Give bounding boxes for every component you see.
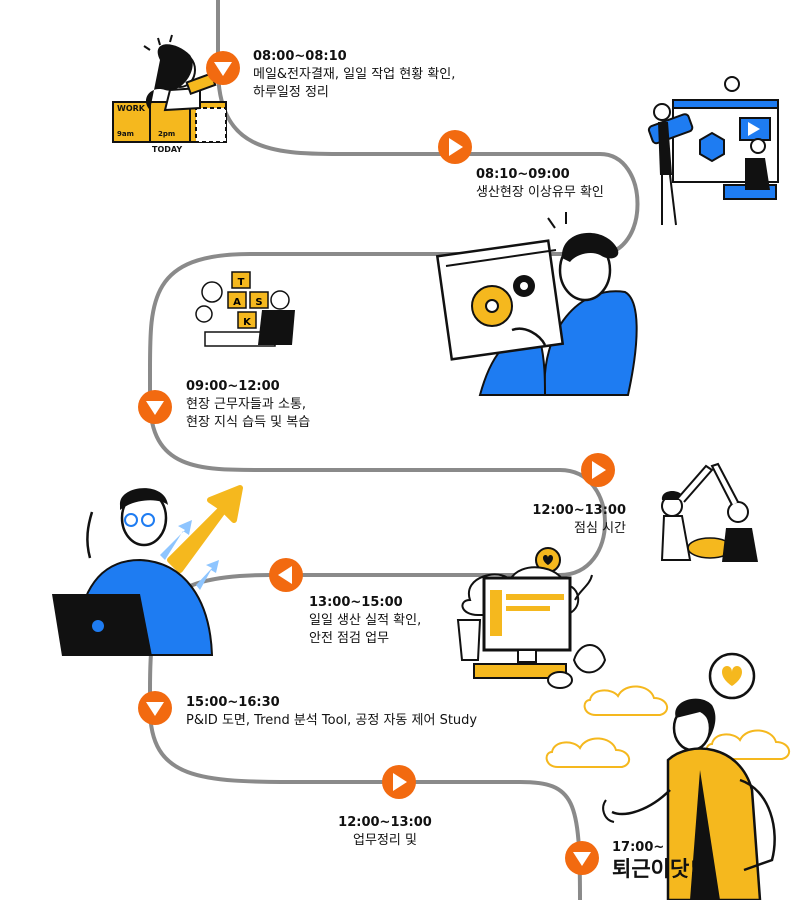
schedule-item-4: 12:00~13:00 점심 시간 — [520, 502, 626, 538]
task-letter-k: K — [243, 317, 252, 328]
schedule-item-2: 08:10~09:00 생산현장 이상유무 확인 — [476, 166, 604, 202]
team-screen-illustration — [647, 76, 779, 226]
laptop-man-illustration — [52, 485, 243, 656]
schedule-time: 13:00~15:00 — [309, 595, 403, 610]
schedule-time: 08:10~09:00 — [476, 167, 570, 182]
down-arrow-icon — [146, 401, 164, 415]
schedule-item-5: 13:00~15:00 일일 생산 실적 확인, 안전 점검 업무 — [309, 594, 421, 648]
timeline-markers — [138, 51, 615, 875]
schedule-desc-line: 업무정리 및 — [353, 833, 417, 848]
schedule-time: 12:00~13:00 — [532, 503, 626, 518]
schedule-item-6: 15:00~16:30 P&ID 도면, Trend 분석 Tool, 공정 자… — [186, 694, 477, 730]
task-letter-s: S — [255, 297, 262, 308]
schedule-time: 08:00~08:10 — [253, 49, 347, 64]
task-letter-a: A — [233, 297, 241, 308]
final-time: 17:00~ — [612, 840, 665, 855]
schedule-desc-line: 현장 지식 습득 및 복습 — [186, 415, 311, 430]
schedule-time: 09:00~12:00 — [186, 379, 280, 394]
schedule-time: 12:00~13:00 — [338, 815, 432, 830]
down-arrow-icon — [146, 702, 164, 716]
schedule-item-7: 12:00~13:00 업무정리 및 — [330, 814, 440, 850]
schedule-desc-line: P&ID 도면, Trend 분석 Tool, 공정 자동 제어 Study — [186, 713, 478, 728]
today-board-word-today: TODAY — [152, 145, 183, 154]
today-board-word-9am: 9am — [117, 130, 134, 138]
schedule-desc-line: 일일 생산 실적 확인, — [309, 613, 422, 628]
timeline-path — [148, 0, 640, 900]
right-arrow-icon — [393, 773, 407, 791]
gear-man-illustration — [435, 212, 638, 396]
schedule-desc-line: 하루일정 정리 — [253, 85, 329, 100]
today-board-illustration — [112, 34, 227, 143]
left-arrow-icon — [278, 566, 292, 584]
schedule-desc-line: 메일&전자결재, 일일 작업 현황 확인, — [253, 67, 456, 82]
task-board-illustration: T A S K — [195, 271, 295, 347]
schedule-item-3: 09:00~12:00 현장 근무자들과 소통, 현장 지식 습득 및 복습 — [186, 378, 310, 432]
schedule-item-1: 08:00~08:10 메일&전자결재, 일일 작업 현황 확인, 하루일정 정… — [253, 48, 455, 102]
down-arrow-icon — [214, 62, 232, 76]
today-board-word-2pm: 2pm — [158, 130, 176, 138]
monitor-desk-illustration — [456, 547, 607, 689]
right-arrow-icon — [449, 138, 463, 156]
high-five-illustration — [660, 462, 758, 562]
down-arrow-icon — [573, 852, 591, 866]
schedule-time: 15:00~16:30 — [186, 695, 280, 710]
schedule-desc-line: 현장 근무자들과 소통, — [186, 397, 307, 412]
going-home-illustration — [545, 652, 791, 900]
final-text: 퇴근이닷! — [612, 857, 699, 881]
task-letter-t: T — [238, 277, 245, 288]
right-arrow-icon — [592, 461, 606, 479]
schedule-desc-line: 안전 점검 업무 — [309, 631, 390, 646]
schedule-desc-line: 생산현장 이상유무 확인 — [476, 185, 604, 200]
today-board-word-work: WORK — [117, 104, 145, 113]
schedule-final: 17:00~ 퇴근이닷! — [612, 840, 699, 883]
schedule-desc-line: 점심 시간 — [574, 521, 626, 536]
